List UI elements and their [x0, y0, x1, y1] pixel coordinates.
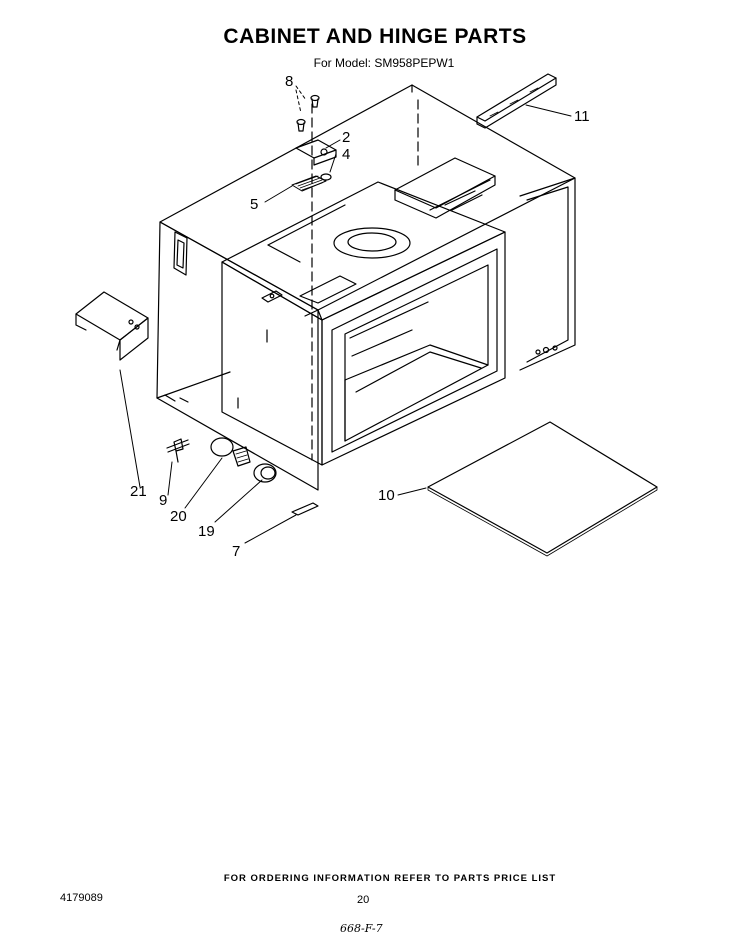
- handwritten-code: 668-F-7: [340, 922, 383, 935]
- hinge-assembly: [291, 94, 419, 516]
- page-number: 20: [357, 894, 370, 906]
- callout-5: 5: [250, 196, 258, 213]
- document-number: 4179089: [60, 892, 103, 904]
- cabinet-wrapper: [156, 84, 576, 491]
- model-subtitle: For Model: SM958PEPW1: [313, 56, 455, 70]
- callout-11: 11: [574, 108, 590, 125]
- knob-assembly: [210, 437, 277, 483]
- callout-8: 8: [285, 73, 293, 90]
- door-pin: [166, 438, 190, 463]
- callout-19: 19: [198, 523, 215, 540]
- leader-lines: [119, 85, 572, 544]
- hinge-screw: [296, 94, 320, 132]
- callout-labels: 8 2 4 5 11 21 9 20 19 7 10: [130, 73, 590, 560]
- callout-20: 20: [170, 508, 187, 525]
- callout-7: 7: [232, 543, 240, 560]
- floor-panel: [427, 421, 658, 554]
- callout-21: 21: [130, 483, 147, 500]
- callout-9: 9: [159, 492, 167, 509]
- callout-2: 2: [342, 129, 350, 146]
- hinge-washer: [320, 173, 332, 181]
- page-title: CABINET AND HINGE PARTS: [223, 25, 527, 48]
- door-trim-strip: [476, 73, 557, 129]
- callout-10: 10: [378, 487, 395, 504]
- ordering-note: FOR ORDERING INFORMATION REFER TO PARTS …: [223, 873, 557, 884]
- mounting-bracket: [75, 291, 149, 361]
- hinge-plate: [295, 139, 337, 166]
- bottom-hinge: [291, 502, 319, 516]
- hinge-pad: [291, 175, 327, 192]
- callout-4: 4: [342, 146, 350, 163]
- oven-cavity: [221, 157, 506, 466]
